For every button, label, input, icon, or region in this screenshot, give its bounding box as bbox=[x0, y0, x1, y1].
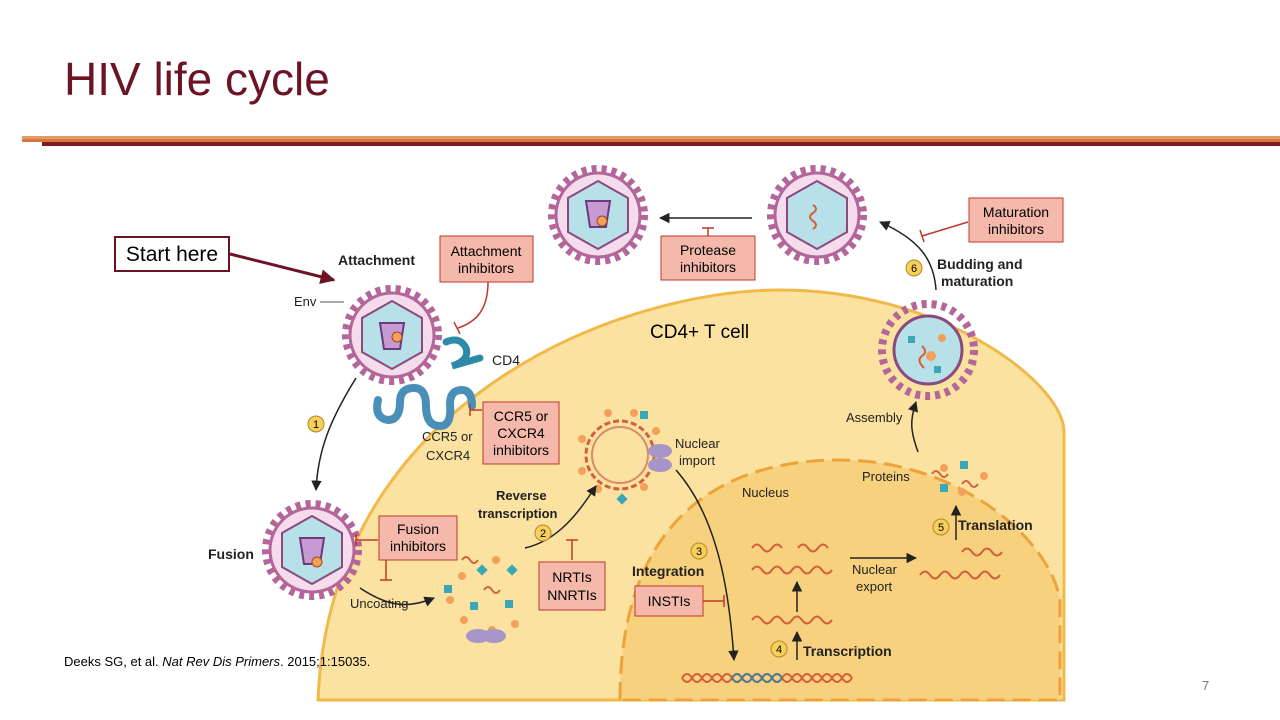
fusing-virion bbox=[266, 504, 358, 596]
label-nuclear-import-2: import bbox=[679, 453, 716, 468]
svg-text:Maturation: Maturation bbox=[983, 204, 1049, 220]
label-nuclear-export-1: Nuclear bbox=[852, 562, 897, 577]
svg-text:1: 1 bbox=[313, 419, 319, 431]
svg-text:inhibitors: inhibitors bbox=[988, 221, 1044, 237]
protease-inhibitors-box: Protease inhibitors bbox=[660, 235, 756, 281]
nucleus-label: Nucleus bbox=[742, 485, 789, 500]
label-coreceptor-2: CXCR4 bbox=[426, 448, 470, 463]
ccr5-receptor bbox=[373, 383, 476, 431]
maturation-inhibitors-box: Maturation inhibitors bbox=[968, 197, 1064, 243]
start-here-callout: Start here bbox=[114, 236, 230, 272]
svg-text:4: 4 bbox=[776, 644, 782, 656]
svg-text:inhibitors: inhibitors bbox=[680, 259, 736, 275]
cd4-receptor bbox=[442, 336, 484, 370]
process-labels: Attachment Env CD4 CCR5 or CXCR4 Fusion … bbox=[208, 252, 1033, 659]
start-here-arrow bbox=[229, 252, 336, 285]
citation-authors: Deeks SG, et al. bbox=[64, 654, 163, 669]
immature-virion bbox=[771, 169, 863, 261]
host-dna bbox=[681, 673, 853, 683]
slide-title: HIV life cycle bbox=[64, 53, 330, 105]
svg-text:3: 3 bbox=[696, 546, 702, 558]
svg-text:CXCR4: CXCR4 bbox=[497, 425, 545, 441]
svg-text:inhibitors: inhibitors bbox=[390, 538, 446, 554]
svg-text:Protease: Protease bbox=[680, 242, 736, 258]
attaching-virion bbox=[346, 289, 438, 381]
label-integration: Integration bbox=[632, 563, 704, 579]
inhibitor-lines bbox=[355, 221, 969, 607]
label-coreceptor-1: CCR5 or bbox=[422, 429, 473, 444]
svg-text:Attachment: Attachment bbox=[451, 243, 522, 259]
label-translation: Translation bbox=[958, 517, 1033, 533]
svg-text:NRTIs: NRTIs bbox=[552, 569, 591, 585]
mature-virion bbox=[552, 169, 644, 261]
label-reverse-2: transcription bbox=[478, 506, 558, 521]
process-arrows bbox=[311, 221, 962, 662]
nucleus bbox=[618, 458, 1062, 702]
fusion-inhibitors-box: Fusion inhibitors bbox=[378, 515, 458, 561]
insti-inhibitors-box: INSTIs bbox=[634, 585, 704, 617]
cell-label: CD4+ T cell bbox=[650, 322, 749, 343]
citation: Deeks SG, et al. Nat Rev Dis Primers. 20… bbox=[64, 654, 370, 669]
label-cd4: CD4 bbox=[492, 352, 520, 368]
page-number: 7 bbox=[1202, 678, 1210, 693]
svg-text:INSTIs: INSTIs bbox=[648, 593, 691, 609]
citation-details: . 2015;1:15035. bbox=[280, 654, 371, 669]
attachment-inhibitors-box: Attachment inhibitors bbox=[439, 235, 534, 283]
label-nuclear-export-2: export bbox=[856, 579, 893, 594]
budding-virion bbox=[878, 300, 978, 400]
label-attachment: Attachment bbox=[338, 252, 415, 268]
svg-text:Fusion: Fusion bbox=[397, 521, 439, 537]
ccr5-inhibitors-box: CCR5 or CXCR4 inhibitors bbox=[482, 401, 560, 465]
svg-text:inhibitors: inhibitors bbox=[458, 260, 514, 276]
label-nuclear-import-1: Nuclear bbox=[675, 436, 720, 451]
label-assembly: Assembly bbox=[846, 410, 903, 425]
svg-text:NNRTIs: NNRTIs bbox=[547, 587, 597, 603]
citation-journal: Nat Rev Dis Primers bbox=[162, 654, 281, 669]
label-budding-2: maturation bbox=[941, 273, 1013, 289]
svg-text:2: 2 bbox=[540, 528, 546, 540]
svg-text:5: 5 bbox=[938, 522, 944, 534]
uncoating-contents bbox=[444, 556, 519, 643]
svg-text:6: 6 bbox=[911, 263, 917, 275]
label-env: Env bbox=[294, 294, 317, 309]
label-transcription: Transcription bbox=[803, 643, 892, 659]
label-uncoating: Uncoating bbox=[350, 596, 409, 611]
title-divider bbox=[22, 136, 1280, 146]
label-budding-1: Budding and bbox=[937, 256, 1023, 272]
nrti-inhibitors-box: NRTIs NNRTIs bbox=[538, 561, 606, 611]
viral-proteins bbox=[931, 461, 988, 496]
label-reverse-1: Reverse bbox=[496, 488, 547, 503]
svg-text:CCR5 or: CCR5 or bbox=[494, 408, 549, 424]
viral-rna-transcripts bbox=[751, 543, 1003, 625]
step-badges: 1 2 3 4 5 6 bbox=[307, 259, 950, 658]
label-fusion: Fusion bbox=[208, 546, 254, 562]
label-proteins: Proteins bbox=[862, 469, 910, 484]
svg-text:inhibitors: inhibitors bbox=[493, 442, 549, 458]
